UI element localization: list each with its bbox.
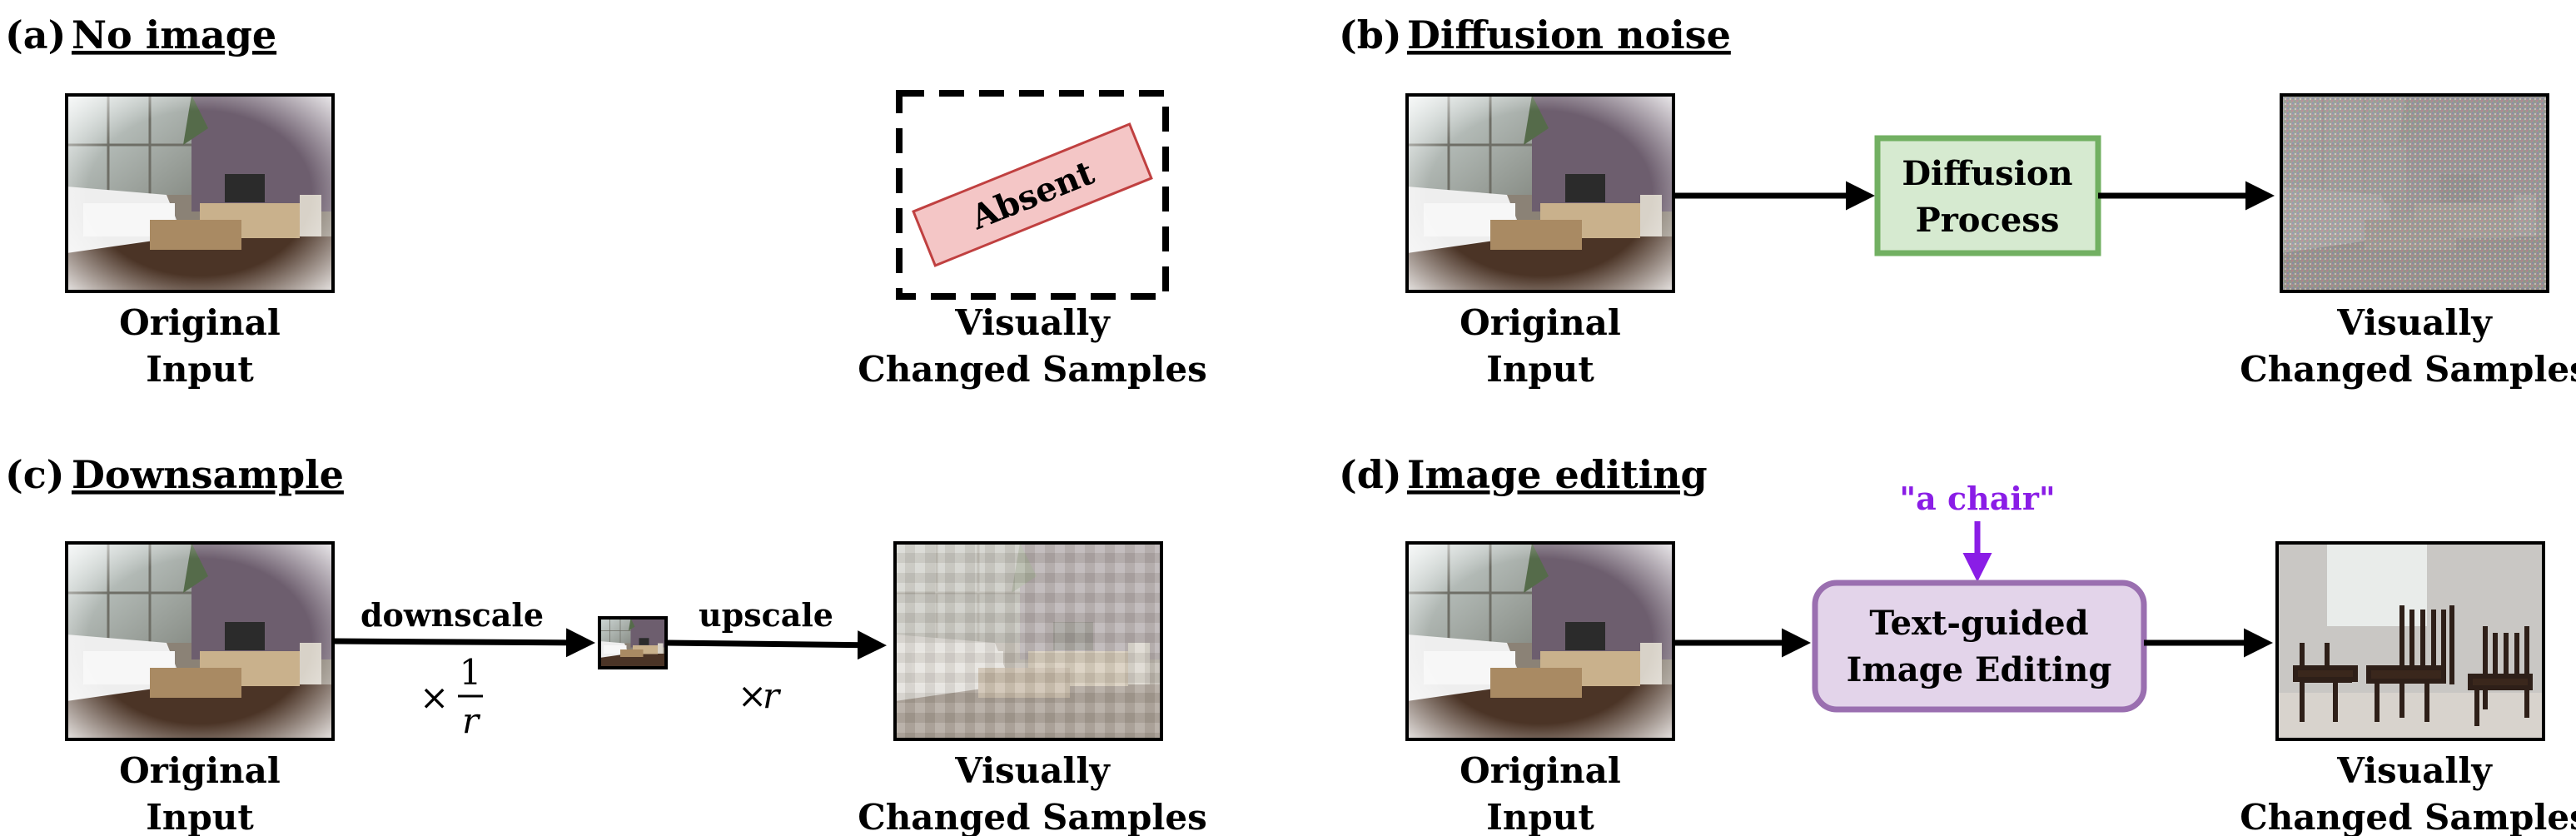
output-caption-a-line1: Visually [954, 302, 1111, 343]
input-image-c [65, 541, 335, 741]
absent-tag: Absent [912, 122, 1153, 267]
upscale-var: r [763, 675, 782, 716]
arrow-downscale [332, 628, 595, 658]
panel-c: (c) Downsample Original Input downscale … [5, 452, 1207, 836]
diffusion-process-label-line1: Diffusion [1902, 154, 2072, 193]
arrow-upscale [665, 630, 887, 660]
input-image-b [1405, 93, 1675, 293]
output-image-d [2275, 541, 2545, 741]
output-caption-a-line2: Changed Samples [858, 349, 1206, 390]
output-caption-c-line1: Visually [954, 750, 1111, 791]
image-editing-label-line2: Image Editing [1847, 650, 2112, 689]
edit-prompt: "a chair" [1899, 480, 2055, 517]
downscale-denominator: r [462, 700, 481, 741]
panel-a-title: No image [72, 12, 276, 57]
panel-b-title: Diffusion noise [1407, 12, 1731, 57]
downscale-times: × [420, 677, 449, 718]
panel-a: (a) No image Original Input Absent Visua… [5, 12, 1207, 390]
output-caption-d-line2: Changed Samples [2240, 797, 2576, 836]
upscale-label: upscale [699, 596, 833, 634]
image-editing-box [1812, 580, 2147, 713]
panel-d-label: (d) [1339, 452, 1402, 497]
output-image-b [2280, 93, 2549, 293]
absent-placeholder-frame [896, 90, 1169, 300]
input-caption-b-line1: Original [1460, 302, 1621, 343]
input-caption-c-line2: Input [146, 797, 254, 836]
panel-b-label: (b) [1339, 12, 1402, 57]
input-image-d [1405, 541, 1675, 741]
input-caption-a-line1: Original [119, 302, 281, 343]
diffusion-process-label-line2: Process [1916, 201, 2060, 240]
downscale-numerator: 1 [460, 652, 482, 693]
image-editing-label-line1: Text-guided [1869, 604, 2088, 643]
output-caption-d-line1: Visually [2336, 750, 2493, 791]
downscaled-thumbnail [598, 616, 668, 669]
input-image-a [65, 93, 335, 293]
panel-a-label: (a) [5, 12, 66, 57]
downscale-label: downscale [361, 596, 544, 634]
panel-d: (d) Image editing Original Input "a chai… [1339, 452, 2576, 836]
output-caption-c-line2: Changed Samples [858, 797, 1206, 836]
input-caption-b-line2: Input [1486, 349, 1594, 390]
input-caption-d-line2: Input [1486, 797, 1594, 836]
upscale-times: × [738, 675, 767, 716]
output-image-c [893, 541, 1163, 741]
input-caption-c-line1: Original [119, 750, 281, 791]
output-caption-b-line1: Visually [2336, 302, 2493, 343]
panel-c-label: (c) [5, 452, 65, 497]
panel-c-title: Downsample [72, 452, 344, 497]
output-caption-b-line2: Changed Samples [2240, 349, 2576, 390]
panel-d-title: Image editing [1407, 452, 1708, 497]
panel-b: (b) Diffusion noise Original Input Diffu… [1339, 12, 2576, 390]
input-caption-d-line1: Original [1460, 750, 1621, 791]
input-caption-a-line2: Input [146, 349, 254, 390]
